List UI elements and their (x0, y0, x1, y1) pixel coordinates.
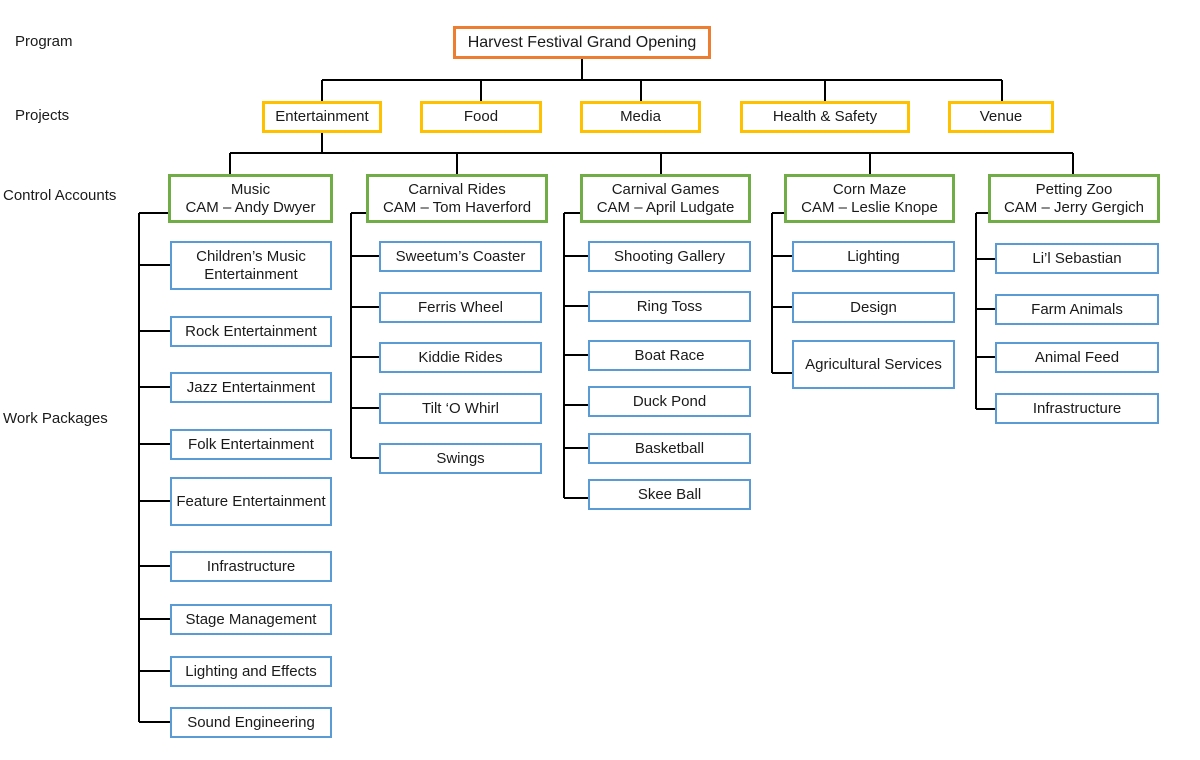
work-package-label: Ring Toss (636, 297, 703, 315)
work-package-label: Infrastructure (1032, 399, 1122, 417)
project-label: Food (463, 108, 499, 125)
work-package-sweetums-coaster[interactable]: Sweetum’s Coaster (379, 241, 542, 272)
work-package-feature-entertainment[interactable]: Feature Entertainment (170, 477, 332, 526)
work-package-shooting-gallery[interactable]: Shooting Gallery (588, 241, 751, 272)
control-account-name: Corn Maze (832, 180, 907, 198)
work-package-ring-toss[interactable]: Ring Toss (588, 291, 751, 322)
work-package-tilt-o-whirl[interactable]: Tilt ‘O Whirl (379, 393, 542, 424)
control-account-cam: CAM – Andy Dwyer (185, 198, 316, 216)
work-package-label: Sweetum’s Coaster (395, 247, 526, 265)
project-box-food[interactable]: Food (420, 101, 542, 133)
control-account-name: Carnival Games (611, 180, 720, 198)
project-box-entertainment[interactable]: Entertainment (262, 101, 382, 133)
work-package-design[interactable]: Design (792, 292, 955, 323)
work-package-label: Swings (436, 449, 485, 467)
work-package-label: Animal Feed (1034, 348, 1120, 366)
work-package-label: Jazz Entertainment (186, 378, 316, 396)
control-account-name: Music (230, 180, 271, 198)
control-account-petting-zoo[interactable]: Petting Zoo CAM – Jerry Gergich (988, 174, 1160, 223)
work-package-basketball[interactable]: Basketball (588, 433, 751, 464)
project-label: Media (620, 108, 661, 125)
work-package-kiddie-rides[interactable]: Kiddie Rides (379, 342, 542, 373)
project-label: Venue (979, 108, 1023, 125)
work-package-swings[interactable]: Swings (379, 443, 542, 474)
work-package-label: Feature Entertainment (176, 492, 326, 510)
control-account-cam: CAM – April Ludgate (596, 198, 735, 216)
work-package-label: Stage Management (185, 610, 317, 628)
control-account-cam: CAM – Tom Haverford (382, 198, 532, 216)
work-package-lil-sebastian[interactable]: Li’l Sebastian (995, 243, 1159, 274)
work-package-label: Children’s Music Entertainment (196, 247, 306, 283)
control-account-cam: CAM – Jerry Gergich (1003, 198, 1145, 216)
work-package-label: Basketball (634, 439, 705, 457)
control-account-cam: CAM – Leslie Knope (801, 198, 938, 216)
work-package-lighting[interactable]: Lighting (792, 241, 955, 272)
work-package-label: Agricultural Services (805, 355, 942, 373)
project-label: Entertainment (275, 108, 369, 125)
work-package-label: Skee Ball (637, 485, 702, 503)
work-package-label: Folk Entertainment (188, 435, 314, 453)
work-package-label: Li’l Sebastian (1032, 249, 1122, 267)
work-package-label: Tilt ‘O Whirl (422, 399, 499, 417)
work-package-label: Sound Engineering (187, 713, 315, 731)
project-box-media[interactable]: Media (580, 101, 701, 133)
work-package-label: Duck Pond (632, 392, 707, 410)
work-package-label: Rock Entertainment (185, 322, 317, 340)
level-label-projects: Projects (15, 107, 70, 124)
work-package-jazz-entertainment[interactable]: Jazz Entertainment (170, 372, 332, 403)
work-package-music-infrastructure[interactable]: Infrastructure (170, 551, 332, 582)
control-account-name: Petting Zoo (1035, 180, 1113, 198)
work-package-label: Shooting Gallery (614, 247, 725, 265)
work-package-animal-feed[interactable]: Animal Feed (995, 342, 1159, 373)
work-package-farm-animals[interactable]: Farm Animals (995, 294, 1159, 325)
work-package-ferris-wheel[interactable]: Ferris Wheel (379, 292, 542, 323)
work-package-label: Design (850, 298, 897, 316)
control-account-carnival-games[interactable]: Carnival Games CAM – April Ludgate (580, 174, 751, 223)
work-package-folk-entertainment[interactable]: Folk Entertainment (170, 429, 332, 460)
control-account-corn-maze[interactable]: Corn Maze CAM – Leslie Knope (784, 174, 955, 223)
level-label-control-accounts: Control Accounts (3, 187, 117, 204)
program-box[interactable]: Harvest Festival Grand Opening (453, 26, 711, 59)
work-package-skee-ball[interactable]: Skee Ball (588, 479, 751, 510)
work-package-label: Lighting (847, 247, 900, 265)
work-package-zoo-infrastructure[interactable]: Infrastructure (995, 393, 1159, 424)
project-box-health-safety[interactable]: Health & Safety (740, 101, 910, 133)
work-package-label: Ferris Wheel (417, 298, 503, 316)
work-package-stage-management[interactable]: Stage Management (170, 604, 332, 635)
work-package-label: Farm Animals (1031, 300, 1123, 318)
work-package-lighting-and-effects[interactable]: Lighting and Effects (170, 656, 332, 687)
level-label-program: Program (15, 33, 73, 50)
work-package-label: Infrastructure (206, 557, 296, 575)
project-box-venue[interactable]: Venue (948, 101, 1054, 133)
control-account-carnival-rides[interactable]: Carnival Rides CAM – Tom Haverford (366, 174, 548, 223)
level-label-work-packages: Work Packages (3, 410, 108, 427)
work-package-label: Kiddie Rides (418, 348, 503, 366)
work-package-childrens-music[interactable]: Children’s Music Entertainment (170, 241, 332, 290)
work-package-rock-entertainment[interactable]: Rock Entertainment (170, 316, 332, 347)
work-package-duck-pond[interactable]: Duck Pond (588, 386, 751, 417)
work-package-boat-race[interactable]: Boat Race (588, 340, 751, 371)
control-account-name: Carnival Rides (408, 180, 506, 198)
work-package-sound-engineering[interactable]: Sound Engineering (170, 707, 332, 738)
work-package-label: Boat Race (634, 346, 705, 364)
control-account-music[interactable]: Music CAM – Andy Dwyer (168, 174, 333, 223)
work-package-label: Lighting and Effects (185, 662, 317, 680)
project-label: Health & Safety (772, 108, 878, 125)
program-title: Harvest Festival Grand Opening (467, 33, 697, 51)
work-package-agricultural-services[interactable]: Agricultural Services (792, 340, 955, 389)
